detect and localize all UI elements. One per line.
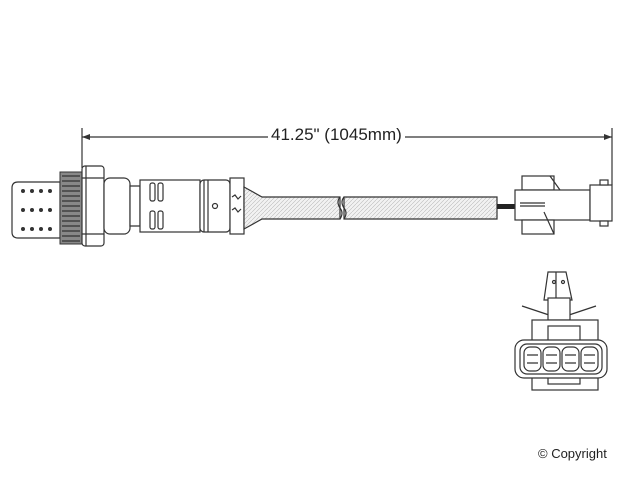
cable (243, 185, 515, 231)
hex-nut (81, 165, 105, 247)
connector-front-view (514, 271, 608, 391)
sensor-tip (11, 181, 61, 239)
sensor-thread (59, 171, 83, 245)
connector-side-view (514, 175, 613, 235)
sensor-body (103, 177, 245, 235)
dimension-label: 41.25" (1045mm) (268, 125, 405, 145)
copyright-notice: © Copyright (538, 446, 607, 461)
